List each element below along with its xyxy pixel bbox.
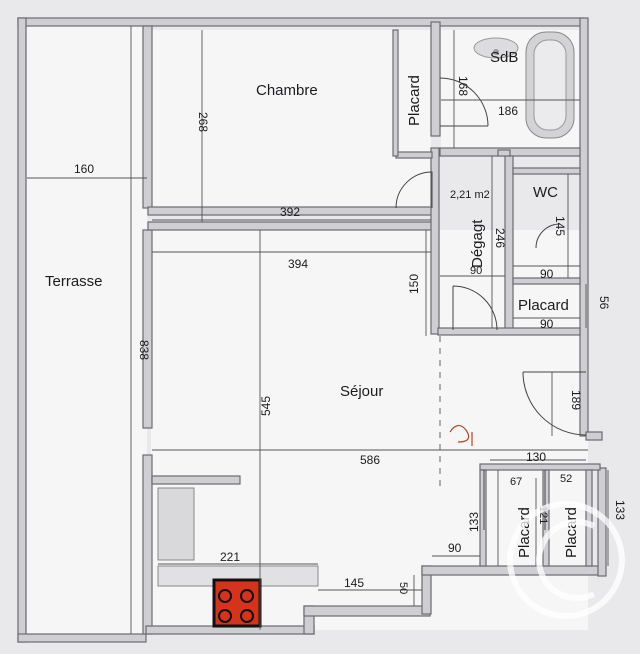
terrasse-chambre-wall xyxy=(142,25,153,209)
sink-icon xyxy=(473,37,519,59)
dim-kitchen-step-width: 145 xyxy=(344,576,364,590)
chambre-floor xyxy=(151,30,431,208)
right-wall-upper xyxy=(579,17,589,437)
sejour-floor xyxy=(151,230,588,630)
room-label-sdb: SdB xyxy=(490,49,518,66)
left-wall xyxy=(17,17,27,643)
top-wall xyxy=(17,17,585,27)
watermark-logo xyxy=(507,501,625,619)
placard-left-wall xyxy=(479,469,487,567)
kitchen-sink xyxy=(157,487,195,561)
dim-placard-right-width: 52 xyxy=(560,473,572,485)
wc-top-wall xyxy=(512,167,581,175)
dim-sejour-width: 586 xyxy=(360,453,380,467)
dim-terrasse-width: 160 xyxy=(74,162,94,176)
dim-wc-height: 145 xyxy=(553,216,567,236)
dim-degagt-width: 90 xyxy=(470,265,482,277)
sdb-door-icon xyxy=(439,77,489,127)
chambre-door-icon xyxy=(395,171,433,209)
sdb-door-jamb xyxy=(497,149,511,157)
room-label-degagt: Dégagt xyxy=(469,219,486,268)
right-wall-jog xyxy=(585,431,603,441)
dim-sejour-height: 545 xyxy=(259,396,273,416)
bathtub-icon xyxy=(525,31,575,139)
wc-door-icon xyxy=(535,223,561,249)
degagt-area-label: 2,21 m2 xyxy=(450,189,490,201)
dim-kitchen-step-height: 50 xyxy=(397,582,409,594)
dim-placard-wc-width: 90 xyxy=(540,317,554,331)
cooktop-icon xyxy=(212,578,262,628)
kitchen-counter-top xyxy=(151,475,241,485)
annotation-scribble xyxy=(449,424,473,446)
dim-sejour-upper-height: 150 xyxy=(407,274,421,294)
dim-kitchen-width: 221 xyxy=(220,550,240,564)
terrasse-sejour-wall-lower xyxy=(142,454,153,635)
chambre-placard-floor xyxy=(395,151,433,159)
dim-chambre-height: 268 xyxy=(196,112,210,132)
placard-right-wall xyxy=(585,469,593,567)
wc-bottom-wall xyxy=(512,277,581,285)
dim-placard-left-width: 67 xyxy=(510,476,522,488)
dim-degagt-height: 246 xyxy=(493,228,507,248)
room-label-terrasse: Terrasse xyxy=(45,273,103,290)
dim-placard-height-left: 133 xyxy=(467,512,481,532)
placard-chambre-wall xyxy=(392,29,399,157)
dim-wc-width: 90 xyxy=(540,267,554,281)
dim-chambre-width: 392 xyxy=(280,205,300,219)
dim-placard-height-right: 133 xyxy=(613,500,627,520)
room-label-wc: WC xyxy=(533,184,558,201)
kitchen-step-wall-b xyxy=(303,605,431,617)
placard-mid-wall xyxy=(542,469,550,567)
terrasse-bottom-wall xyxy=(17,633,147,643)
chambre-sdb-wall xyxy=(430,21,441,137)
room-label-placard-wc: Placard xyxy=(518,297,569,314)
dim-placard-opening: 90 xyxy=(448,541,462,555)
degagt-left-wall xyxy=(430,147,440,335)
dim-sdb-width: 186 xyxy=(498,104,518,118)
sejour-top-wall xyxy=(147,221,439,231)
dim-placard-zone-width: 130 xyxy=(526,450,546,464)
dim-sejour-top-width: 394 xyxy=(288,257,308,271)
room-label-sejour: Séjour xyxy=(340,383,383,400)
terrasse-floor xyxy=(27,26,147,634)
dim-terrasse-height: 838 xyxy=(137,340,151,360)
room-label-chambre: Chambre xyxy=(256,82,318,99)
terrasse-sejour-wall-upper xyxy=(142,229,153,429)
dim-sdb-height: 168 xyxy=(456,76,470,96)
sejour-entry-door-icon xyxy=(522,371,587,436)
dim-right-wall-height: 189 xyxy=(569,390,583,410)
room-label-placard-bottom-right: Placard xyxy=(563,507,580,558)
degagt-door-icon xyxy=(452,285,498,331)
placard-zone-top-wall xyxy=(479,463,601,471)
room-label-placard-chambre: Placard xyxy=(406,75,423,126)
degagt-bottom-wall xyxy=(437,327,581,336)
dim-placard-wc-height: 56 xyxy=(597,296,611,310)
